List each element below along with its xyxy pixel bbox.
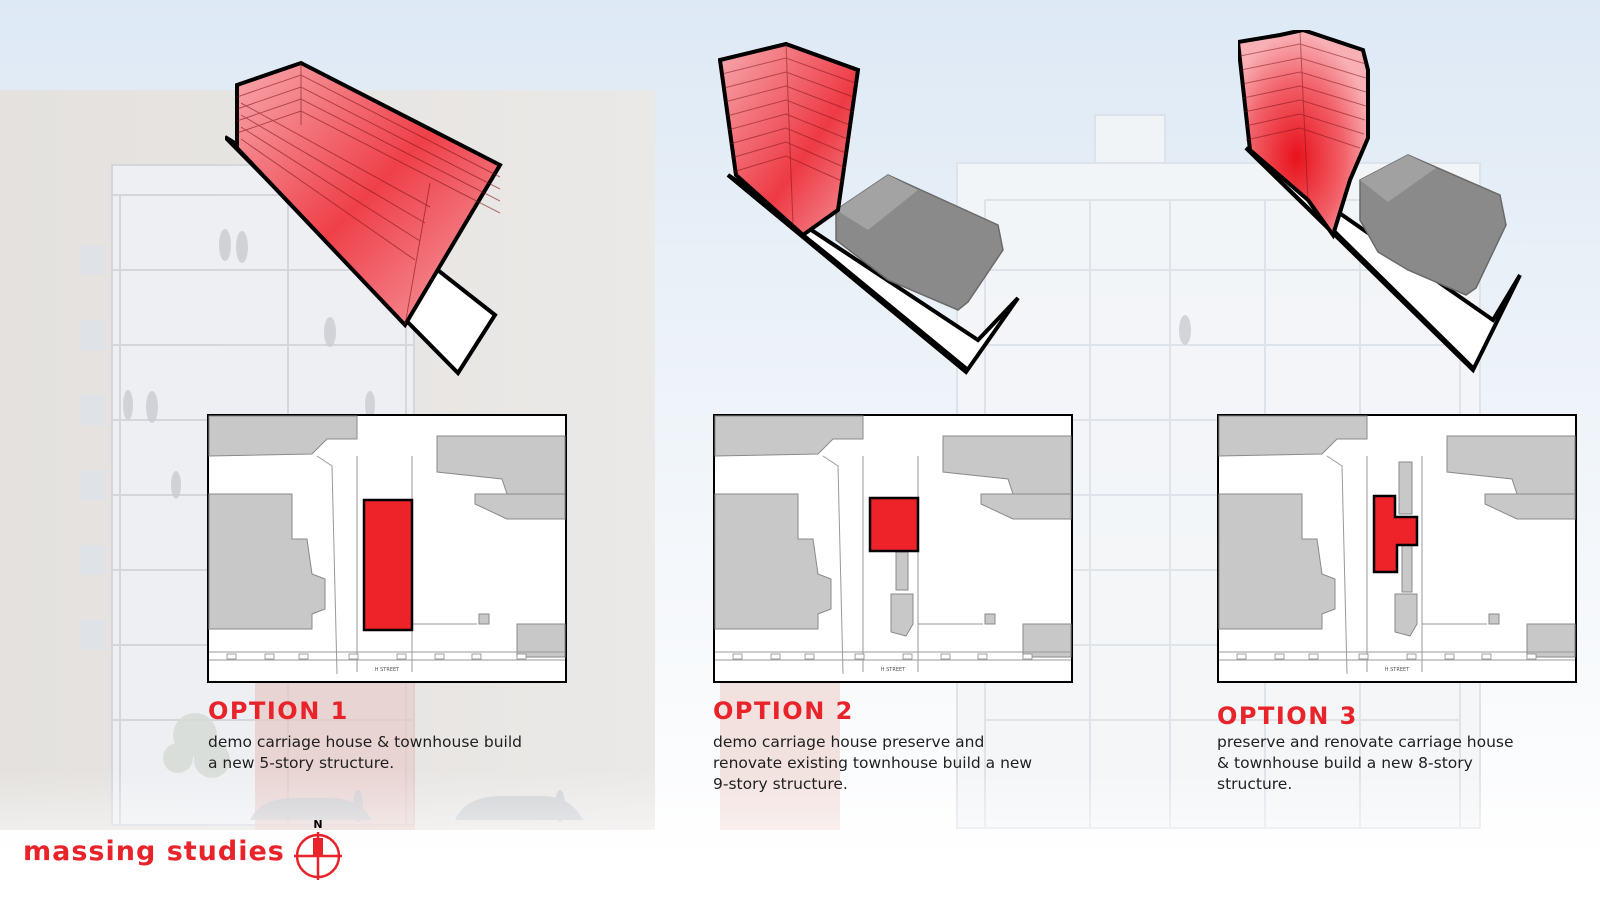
- option-2-site-plan: H STREET: [713, 414, 1073, 683]
- page-title: massing studies: [23, 836, 285, 867]
- option-1-title: OPTION 1: [208, 697, 349, 725]
- option-3-site-plan: H STREET: [1217, 414, 1577, 683]
- option-2-title: OPTION 2: [713, 697, 854, 725]
- north-label: N: [313, 818, 322, 831]
- option-3-massing-model: [1238, 30, 1522, 374]
- option-1-massing-model: [225, 60, 503, 377]
- option-1-description: demo carriage house & townhouse build a …: [208, 733, 523, 772]
- north-arrow-icon: N: [294, 818, 342, 880]
- option-3-description: preserve and renovate carriage house & t…: [1217, 733, 1514, 793]
- option-2-massing-model: [718, 41, 1020, 375]
- option-3-title: OPTION 3: [1217, 702, 1358, 730]
- option-2-description: demo carriage house preserve and renovat…: [713, 733, 1033, 793]
- street-label: H STREET: [375, 667, 400, 673]
- option-1-site-plan: H STREET: [207, 414, 567, 683]
- street-label: H STREET: [881, 667, 906, 673]
- street-label: H STREET: [1385, 667, 1410, 673]
